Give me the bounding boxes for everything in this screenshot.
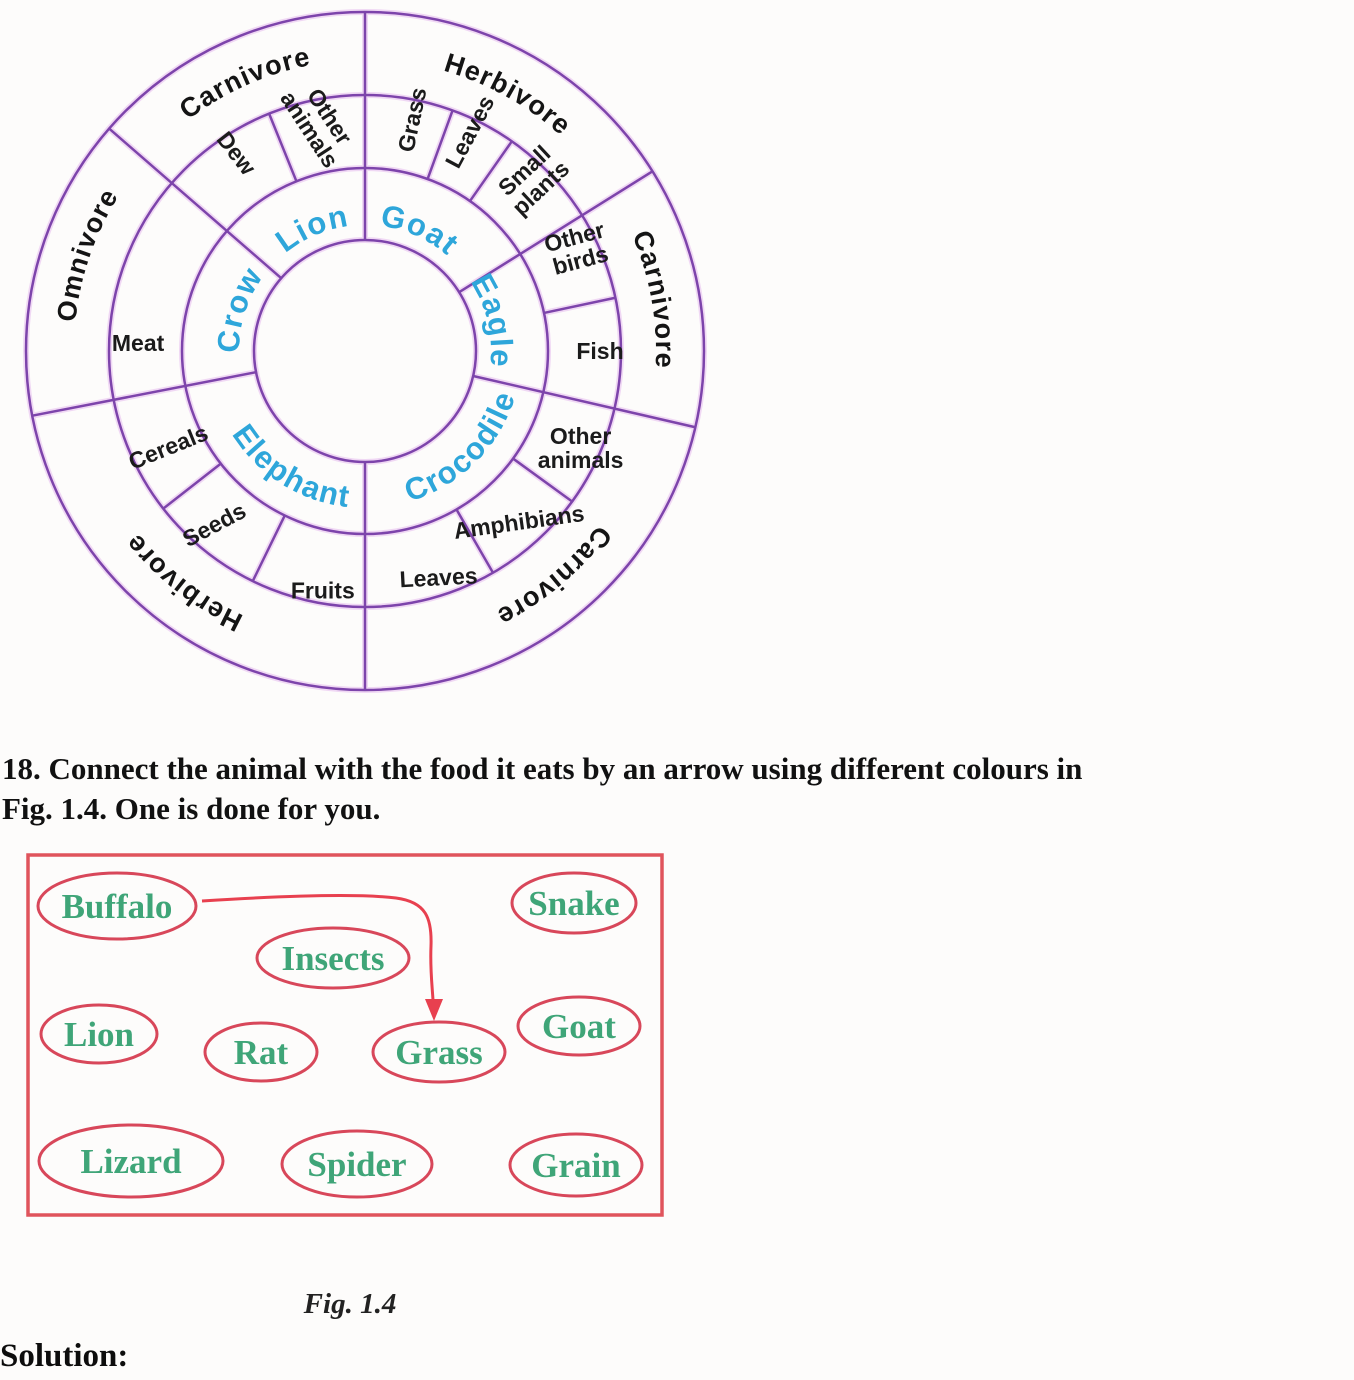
oval-label-insects: Insects	[281, 939, 384, 978]
food-divider-line	[251, 514, 286, 582]
category-label-carnivore: Carnivore	[626, 226, 680, 369]
oval-lion	[39, 1003, 159, 1065]
svg-text:Dew: Dew	[212, 126, 262, 179]
solution-label: Solution:	[0, 1338, 129, 1374]
food-label-meat: Meat	[112, 330, 165, 356]
oval-insects	[255, 926, 411, 990]
oval-label-grass: Grass	[395, 1033, 483, 1072]
oval-label-goat: Goat	[542, 1007, 616, 1046]
food-divider-line	[426, 110, 454, 180]
sector-line	[458, 170, 654, 294]
oval-buffalo	[36, 871, 198, 941]
food-label-fruits: Fruits	[291, 577, 355, 603]
food-label-cereals: Cereals	[125, 419, 212, 474]
oval-goat	[516, 995, 642, 1057]
wheel-lines	[24, 10, 706, 692]
svg-text:Meat: Meat	[112, 330, 165, 356]
arrow-buffalo-to-grass	[201, 893, 435, 1001]
oval-label-rat: Rat	[234, 1033, 289, 1072]
svg-text:Cereals: Cereals	[125, 419, 212, 474]
oval-rat	[203, 1021, 319, 1083]
food-label-seeds: Seeds	[178, 497, 250, 552]
oval-label-lion: Lion	[64, 1015, 134, 1054]
question-line-1: 18. Connect the animal with the food it …	[2, 751, 1083, 786]
oval-label-grain: Grain	[531, 1146, 620, 1185]
ring-circle	[252, 238, 478, 464]
svg-text:Otheranimals: Otheranimals	[538, 423, 624, 473]
svg-text:Leaves: Leaves	[399, 562, 478, 592]
oval-snake	[510, 871, 638, 935]
svg-text:Seeds: Seeds	[178, 497, 250, 552]
food-label-amphibians: Amphibians	[452, 500, 586, 544]
fig-border	[26, 853, 664, 1217]
sector-line	[108, 127, 283, 280]
category-label-herbivore: Herbivore	[119, 528, 247, 637]
food-label-other-birds: Otherbirds	[541, 216, 613, 280]
food-divider-line	[512, 457, 573, 503]
food-label-leaves: Leaves	[399, 562, 478, 592]
oval-label-snake: Snake	[528, 884, 619, 923]
oval-grain	[508, 1132, 644, 1198]
svg-text:Leaves: Leaves	[440, 91, 500, 172]
svg-text:Otherbirds: Otherbirds	[541, 216, 613, 280]
oval-lizard	[37, 1123, 225, 1199]
arrow-head	[425, 999, 443, 1021]
svg-text:Fish: Fish	[576, 338, 623, 364]
food-divider-line	[162, 462, 222, 510]
food-divider-line	[468, 140, 513, 202]
oval-label-buffalo: Buffalo	[62, 887, 173, 926]
food-divider-line	[267, 113, 298, 182]
svg-text:Fruits: Fruits	[291, 577, 355, 603]
category-label-carnivore: Carnivore	[492, 521, 618, 633]
food-divider-line	[543, 296, 616, 315]
food-label-leaves: Leaves	[440, 91, 500, 172]
question-line-2: Fig. 1.4. One is done for you.	[2, 791, 381, 826]
oval-spider	[280, 1129, 434, 1199]
oval-label-spider: Spider	[307, 1145, 406, 1184]
figure-caption: Fig. 1.4	[303, 1288, 397, 1320]
food-divider-line	[455, 508, 495, 574]
svg-text:Amphibians: Amphibians	[452, 500, 586, 544]
food-label-fish: Fish	[576, 338, 623, 364]
oval-grass	[371, 1020, 507, 1084]
sector-line	[31, 370, 257, 417]
sector-line	[472, 374, 696, 429]
oval-label-lizard: Lizard	[80, 1142, 182, 1181]
food-label-dew: Dew	[212, 126, 262, 179]
animal-label-lion: Lion	[269, 198, 351, 259]
question-text: 18. Connect the animal with the food it …	[2, 749, 1354, 829]
